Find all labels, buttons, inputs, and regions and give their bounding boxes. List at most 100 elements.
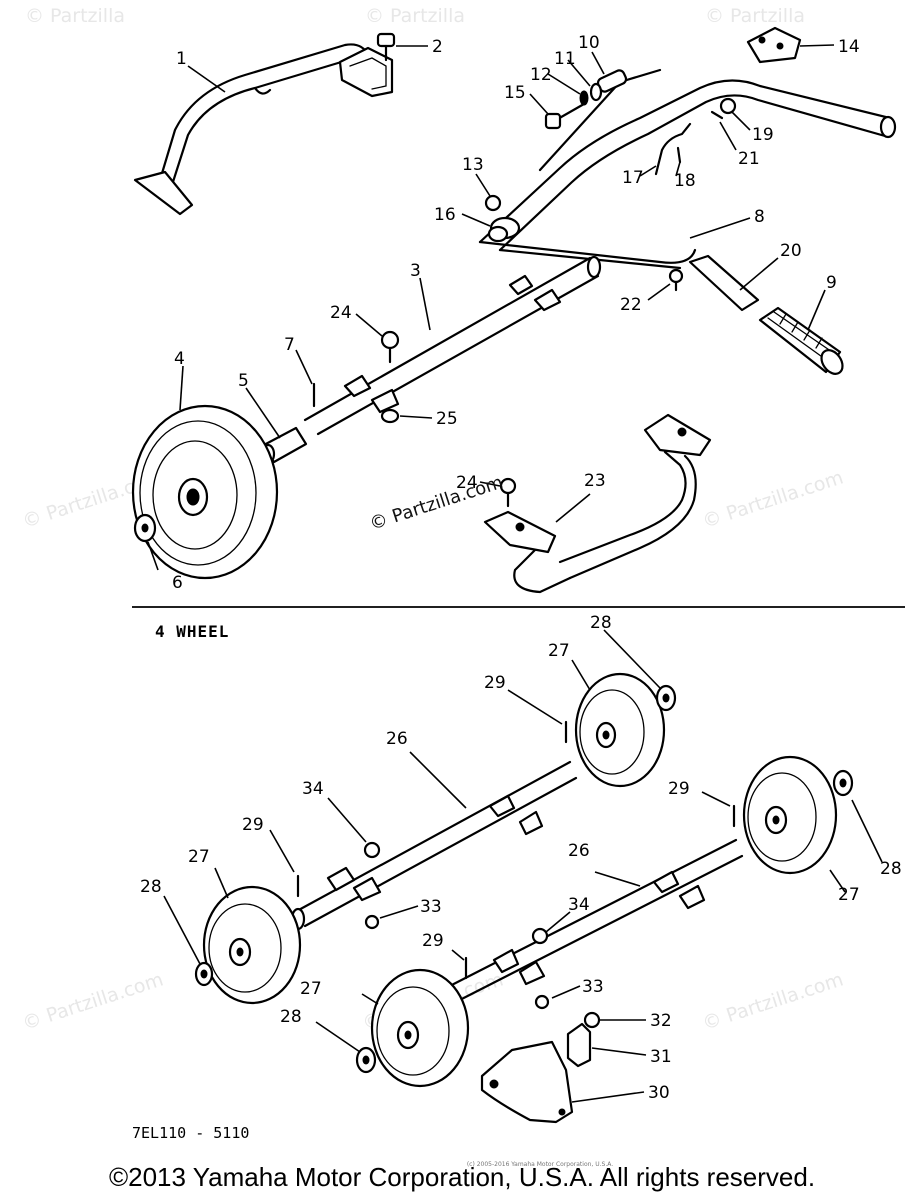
part-15-bolt bbox=[544, 102, 586, 130]
callout-13: 13 bbox=[462, 155, 484, 175]
part-11-washer bbox=[589, 82, 603, 102]
callout-22: 22 bbox=[620, 295, 642, 315]
leader-lines bbox=[147, 44, 883, 1103]
watermark-top-center: © Partzilla bbox=[365, 5, 465, 27]
callout-7: 7 bbox=[284, 335, 295, 355]
callout-17: 17 bbox=[622, 168, 644, 188]
part-25-nut bbox=[380, 408, 400, 424]
callout-24-rear: 24 bbox=[456, 473, 478, 493]
callout-29-upper-left: 29 bbox=[242, 815, 264, 835]
callout-24: 24 bbox=[330, 303, 352, 323]
part-21-screw bbox=[710, 110, 724, 120]
part-27-wheel-lower-right bbox=[742, 755, 838, 875]
callout-12: 12 bbox=[530, 65, 552, 85]
part-27-wheel-upper-right bbox=[574, 672, 666, 788]
callout-33-lower: 33 bbox=[582, 977, 604, 997]
part-27-wheel-lower-left bbox=[370, 968, 470, 1088]
part-9-grip bbox=[758, 306, 844, 375]
callout-30: 30 bbox=[648, 1083, 670, 1103]
part-17-lever bbox=[654, 122, 692, 176]
callout-25: 25 bbox=[436, 409, 458, 429]
callout-29-lower-right: 29 bbox=[668, 779, 690, 799]
tiny-copyright-notice: (c) 2005-2016 Yamaha Motor Corporation, … bbox=[467, 1161, 613, 1168]
part-26-axle-upper bbox=[290, 760, 578, 931]
callout-14: 14 bbox=[838, 37, 860, 57]
part-34-nut-lower bbox=[531, 927, 549, 945]
callout-27-upper-left: 27 bbox=[188, 847, 210, 867]
part-20-tube bbox=[688, 254, 760, 312]
part-33-bolt-upper bbox=[364, 914, 380, 930]
callout-1: 1 bbox=[176, 49, 187, 69]
part-31-clip bbox=[566, 1022, 592, 1068]
part-6-washer bbox=[133, 513, 157, 543]
watermark-mid-right: © Partzilla.com bbox=[700, 467, 846, 533]
part-24-bolt-rear bbox=[499, 477, 517, 508]
callout-23: 23 bbox=[584, 471, 606, 491]
callout-28-upper-right: 28 bbox=[590, 613, 612, 633]
part-16-bushing bbox=[487, 216, 521, 243]
part-3-axle bbox=[303, 255, 602, 436]
part-28-washer-upper-left bbox=[194, 961, 214, 987]
callout-18: 18 bbox=[674, 171, 696, 191]
part-28-washer-lower-right bbox=[832, 769, 854, 797]
callout-29-upper-right: 29 bbox=[484, 673, 506, 693]
callout-6: 6 bbox=[172, 573, 183, 593]
part-8-handle-bar bbox=[478, 68, 897, 270]
callout-15: 15 bbox=[504, 83, 526, 103]
part-4-wheel bbox=[131, 404, 279, 580]
callout-29-lower-left: 29 bbox=[422, 931, 444, 951]
callout-10: 10 bbox=[578, 33, 600, 53]
part-32-nut bbox=[583, 1011, 601, 1029]
callout-27-upper-right: 27 bbox=[548, 641, 570, 661]
part-30-bracket bbox=[480, 1040, 574, 1124]
part-28-washer-upper-right bbox=[655, 684, 677, 712]
part-1-frame bbox=[133, 43, 394, 216]
part-23-frame bbox=[483, 413, 712, 594]
part-19-nut bbox=[719, 97, 737, 115]
callout-34-upper: 34 bbox=[302, 779, 324, 799]
watermark-top-right: © Partzilla bbox=[705, 5, 805, 27]
callout-4: 4 bbox=[174, 349, 185, 369]
callout-26-upper: 26 bbox=[386, 729, 408, 749]
part-14-bracket bbox=[746, 26, 802, 64]
part-22-screw bbox=[668, 268, 684, 292]
callout-34-lower: 34 bbox=[568, 895, 590, 915]
diagram-code: 7EL110 - 5110 bbox=[132, 1124, 249, 1142]
part-34-nut-upper bbox=[363, 841, 381, 859]
callout-27-lower-left: 27 bbox=[300, 979, 322, 999]
callout-33-upper: 33 bbox=[420, 897, 442, 917]
callout-9: 9 bbox=[826, 273, 837, 293]
watermark-low-left: © Partzilla.com bbox=[20, 969, 166, 1035]
part-2-bolt bbox=[376, 32, 396, 62]
callout-28-lower-right: 28 bbox=[880, 859, 902, 879]
callout-26-lower: 26 bbox=[568, 841, 590, 861]
part-33-bolt-lower bbox=[534, 994, 550, 1010]
watermark-low-right: © Partzilla.com bbox=[700, 969, 846, 1035]
callout-32: 32 bbox=[650, 1011, 672, 1031]
part-28-washer-lower-left bbox=[355, 1046, 377, 1074]
callout-16: 16 bbox=[434, 205, 456, 225]
callout-3: 3 bbox=[410, 261, 421, 281]
part-27-wheel-upper-left bbox=[202, 885, 302, 1005]
copyright-footer: ©2013 Yamaha Motor Corporation, U.S.A. A… bbox=[109, 1162, 815, 1192]
callout-5: 5 bbox=[238, 371, 249, 391]
callout-28-lower-left: 28 bbox=[280, 1007, 302, 1027]
watermark-top-left: © Partzilla bbox=[25, 5, 125, 27]
watermark-center: © Partzilla.com bbox=[367, 472, 506, 535]
callout-numbers: 1 2 3 4 5 6 7 8 9 10 11 12 13 14 15 16 1… bbox=[140, 33, 902, 1103]
part-26-axle-lower bbox=[432, 838, 744, 1011]
callout-27-lower-right: 27 bbox=[838, 885, 860, 905]
callout-20: 20 bbox=[780, 241, 802, 261]
callout-21: 21 bbox=[738, 149, 760, 169]
callout-2: 2 bbox=[432, 37, 443, 57]
section-label: 4 WHEEL bbox=[155, 622, 229, 641]
part-24-bolt bbox=[380, 330, 400, 364]
callout-31: 31 bbox=[650, 1047, 672, 1067]
callout-11: 11 bbox=[554, 49, 576, 69]
callout-28-upper-left: 28 bbox=[140, 877, 162, 897]
part-18-pin bbox=[676, 146, 682, 164]
callout-8: 8 bbox=[754, 207, 765, 227]
part-13-nut bbox=[484, 194, 502, 212]
callout-19: 19 bbox=[752, 125, 774, 145]
